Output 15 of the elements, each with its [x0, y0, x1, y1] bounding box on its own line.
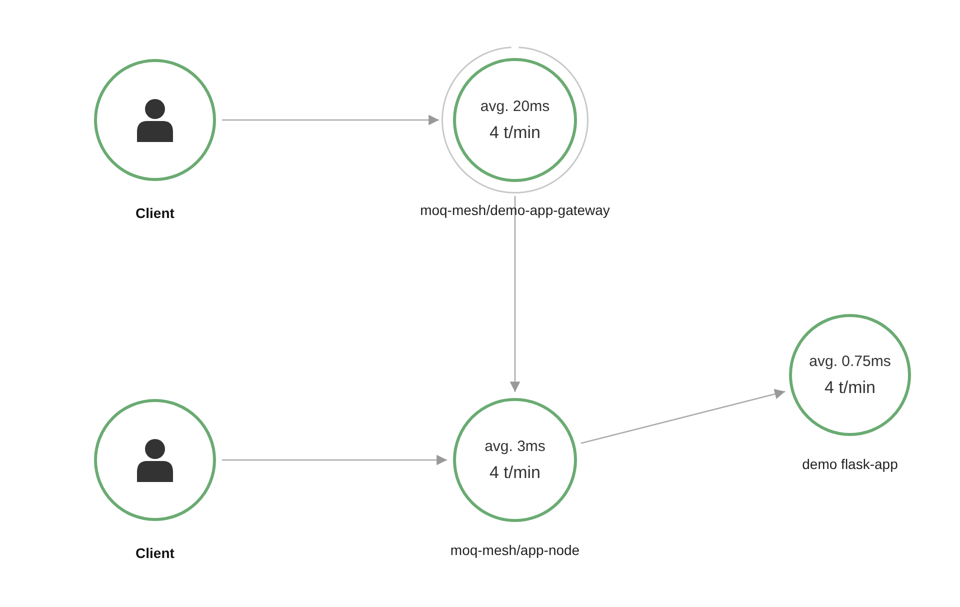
arrow [510, 196, 520, 392]
node-label: Client [136, 545, 174, 561]
arrow [222, 114, 439, 126]
node-label: demo flask-app [802, 456, 898, 472]
arrow [222, 454, 447, 466]
node-label: moq-mesh/app-node [450, 542, 580, 558]
throughput-text: 4 t/min [489, 462, 541, 482]
latency-text: avg. 3ms [484, 438, 546, 454]
latency-text: avg. 0.75ms [809, 352, 891, 370]
arrow [580, 389, 786, 444]
node-label: moq-mesh/demo-app-gateway [420, 202, 610, 218]
throughput-text: 4 t/min [489, 122, 541, 142]
throughput-text: 4 t/min [824, 378, 876, 398]
latency-text: avg. 20ms [480, 98, 550, 114]
node-label: Client [136, 205, 174, 221]
